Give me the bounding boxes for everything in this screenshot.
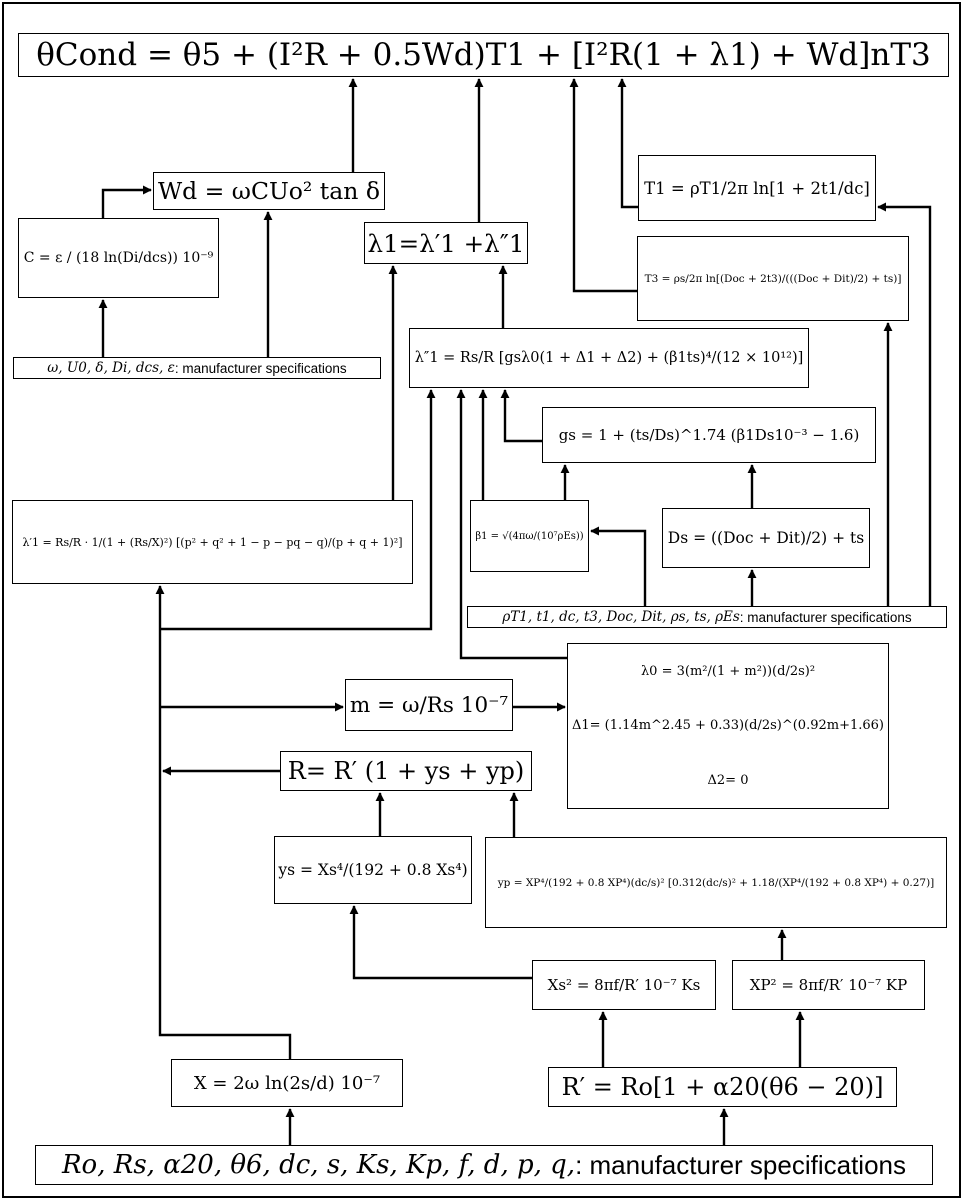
arrow-x-to-lambda1p xyxy=(155,585,292,1059)
dielectric-loss-equation: Wd = ωCUo² tan δ xyxy=(153,172,385,210)
sheath-spec-vars: ρT1, t1, dc, t3, Doc, Dit, ρs, ts, ρEs xyxy=(502,609,740,625)
insulation-spec-vars: ω, U0, δ, Di, dcs, ε xyxy=(47,360,175,376)
ds-equation: Ds = ((Doc + Dit)/2) + ts xyxy=(662,508,870,568)
x-reactance-equation: X = 2ω ln(2s/d) 10⁻⁷ xyxy=(171,1059,403,1107)
delta2-eq: Δ2= 0 xyxy=(707,773,749,789)
eq-text: m = ω/Rs 10⁻⁷ xyxy=(349,692,509,718)
eq-text: T3 = ρs/2π ln[(Doc + 2t3)/(((Doc + Dit)/… xyxy=(644,272,902,285)
ac-resistance-equation: R= R′ (1 + ys + yp) xyxy=(280,751,532,791)
beta1-equation: β1 = √(4πω/(10⁷ρEs)) xyxy=(470,500,589,572)
eq-text: yp = XP⁴/(192 + 0.8 XP⁴)(dc/s)² [0.312(d… xyxy=(497,876,935,889)
eq-text: gs = 1 + (ts/Ds)^1.74 (β1Ds10⁻³ − 1.6) xyxy=(558,426,860,444)
conductor-temperature-equation: θCond = θ5 + (I²R + 0.5Wd)T1 + [I²R(1 + … xyxy=(18,33,949,77)
lambda0-eq: λ0 = 3(m²/(1 + m²))(d/2s)² xyxy=(640,663,816,679)
yp-equation: yp = XP⁴/(192 + 0.8 XP⁴)(dc/s)² [0.312(d… xyxy=(485,837,947,928)
eq-text: Xs² = 8πf/R′ 10⁻⁷ Ks xyxy=(547,976,701,994)
conductor-spec-suffix: : manufacturer specifications xyxy=(575,1149,907,1180)
ys-equation: ys = Xs⁴/(192 + 0.8 Xs⁴) xyxy=(274,836,472,904)
arrow-lambda0-to-lambda1pp xyxy=(456,389,567,660)
dc-resistance-equation: R′ = Ro[1 + α20(θ6 − 20)] xyxy=(548,1067,897,1107)
conductor-spec-box: Ro, Rs, α20, θ6, dc, s, Ks, Kp, f, d, p,… xyxy=(35,1145,933,1185)
eq-text: R′ = Ro[1 + α20(θ6 − 20)] xyxy=(561,1073,884,1101)
lambda0-delta-equations: λ0 = 3(m²/(1 + m²))(d/2s)² Δ1= (1.14m^2.… xyxy=(567,643,889,809)
sheath-spec-box: ρT1, t1, dc, t3, Doc, Dit, ρs, ts, ρEs :… xyxy=(467,606,947,628)
arrow-gs-to-lambda1pp xyxy=(500,389,542,443)
eq-text: λ′1 = Rs/R · 1/(1 + (Rs/X)²) [(p² + q² +… xyxy=(22,535,403,549)
t3-thermal-resistance-equation: T3 = ρs/2π ln[(Doc + 2t3)/(((Doc + Dit)/… xyxy=(637,236,909,321)
m-equation: m = ω/Rs 10⁻⁷ xyxy=(345,679,513,731)
lambda1-double-prime-equation: λ″1 = Rs/R [gsλ0(1 + Δ1 + Δ2) + (β1ts)⁴/… xyxy=(409,328,809,388)
delta1-eq: Δ1= (1.14m^2.45 + 0.33)(d/2s)^(0.92m+1.6… xyxy=(572,718,884,734)
xp2-equation: XP² = 8πf/R′ 10⁻⁷ KP xyxy=(732,960,925,1010)
insulation-spec-suffix: : manufacturer specifications xyxy=(174,360,347,376)
arrow-sheath-spec-to-t1 xyxy=(877,202,932,606)
insulation-spec-box: ω, U0, δ, Di, dcs, ε : manufacturer spec… xyxy=(13,357,381,379)
xs2-equation: Xs² = 8πf/R′ 10⁻⁷ Ks xyxy=(532,960,716,1010)
eq-text: T1 = ρT1/2π ln[1 + 2t1/dc] xyxy=(644,178,870,198)
arrow-t1-to-theta xyxy=(617,78,638,209)
eq-text: ys = Xs⁴/(192 + 0.8 Xs⁴) xyxy=(278,861,468,879)
lambda1-sum-equation: λ1=λ′1 +λ″1 xyxy=(364,222,528,264)
eq-text: θCond = θ5 + (I²R + 0.5Wd)T1 + [I²R(1 + … xyxy=(36,37,931,73)
eq-text: X = 2ω ln(2s/d) 10⁻⁷ xyxy=(193,1072,381,1094)
eq-text: λ″1 = Rs/R [gsλ0(1 + Δ1 + Δ2) + (β1ts)⁴/… xyxy=(414,350,804,366)
capacitance-equation: C = ε / (18 ln(Di/dcs)) 10⁻⁹ xyxy=(18,218,219,298)
eq-text: Wd = ωCUo² tan δ xyxy=(157,177,381,205)
sheath-spec-suffix: : manufacturer specifications xyxy=(739,609,912,625)
eq-text: Ds = ((Doc + Dit)/2) + ts xyxy=(667,529,865,547)
eq-text: λ1=λ′1 +λ″1 xyxy=(367,228,525,258)
eq-text: C = ε / (18 ln(Di/dcs)) 10⁻⁹ xyxy=(23,250,214,266)
t1-thermal-resistance-equation: T1 = ρT1/2π ln[1 + 2t1/dc] xyxy=(638,155,876,221)
eq-text: R= R′ (1 + ys + yp) xyxy=(287,757,525,785)
arrow-sheath-spec-to-beta1 xyxy=(590,526,647,606)
lambda1-prime-equation: λ′1 = Rs/R · 1/(1 + (Rs/X)²) [(p² + q² +… xyxy=(12,500,413,584)
arrow-xs2-to-ys xyxy=(349,905,532,980)
eq-text: XP² = 8πf/R′ 10⁻⁷ KP xyxy=(749,976,908,994)
eq-text: β1 = √(4πω/(10⁷ρEs)) xyxy=(475,530,584,542)
arrow-c-to-wd xyxy=(101,185,152,218)
arrow-t3-to-theta xyxy=(569,78,637,293)
conductor-spec-vars: Ro, Rs, α20, θ6, dc, s, Ks, Kp, f, d, p,… xyxy=(61,1150,576,1180)
gs-equation: gs = 1 + (ts/Ds)^1.74 (β1Ds10⁻³ − 1.6) xyxy=(542,407,876,463)
arrow-x-to-lambda1pp xyxy=(160,389,436,631)
